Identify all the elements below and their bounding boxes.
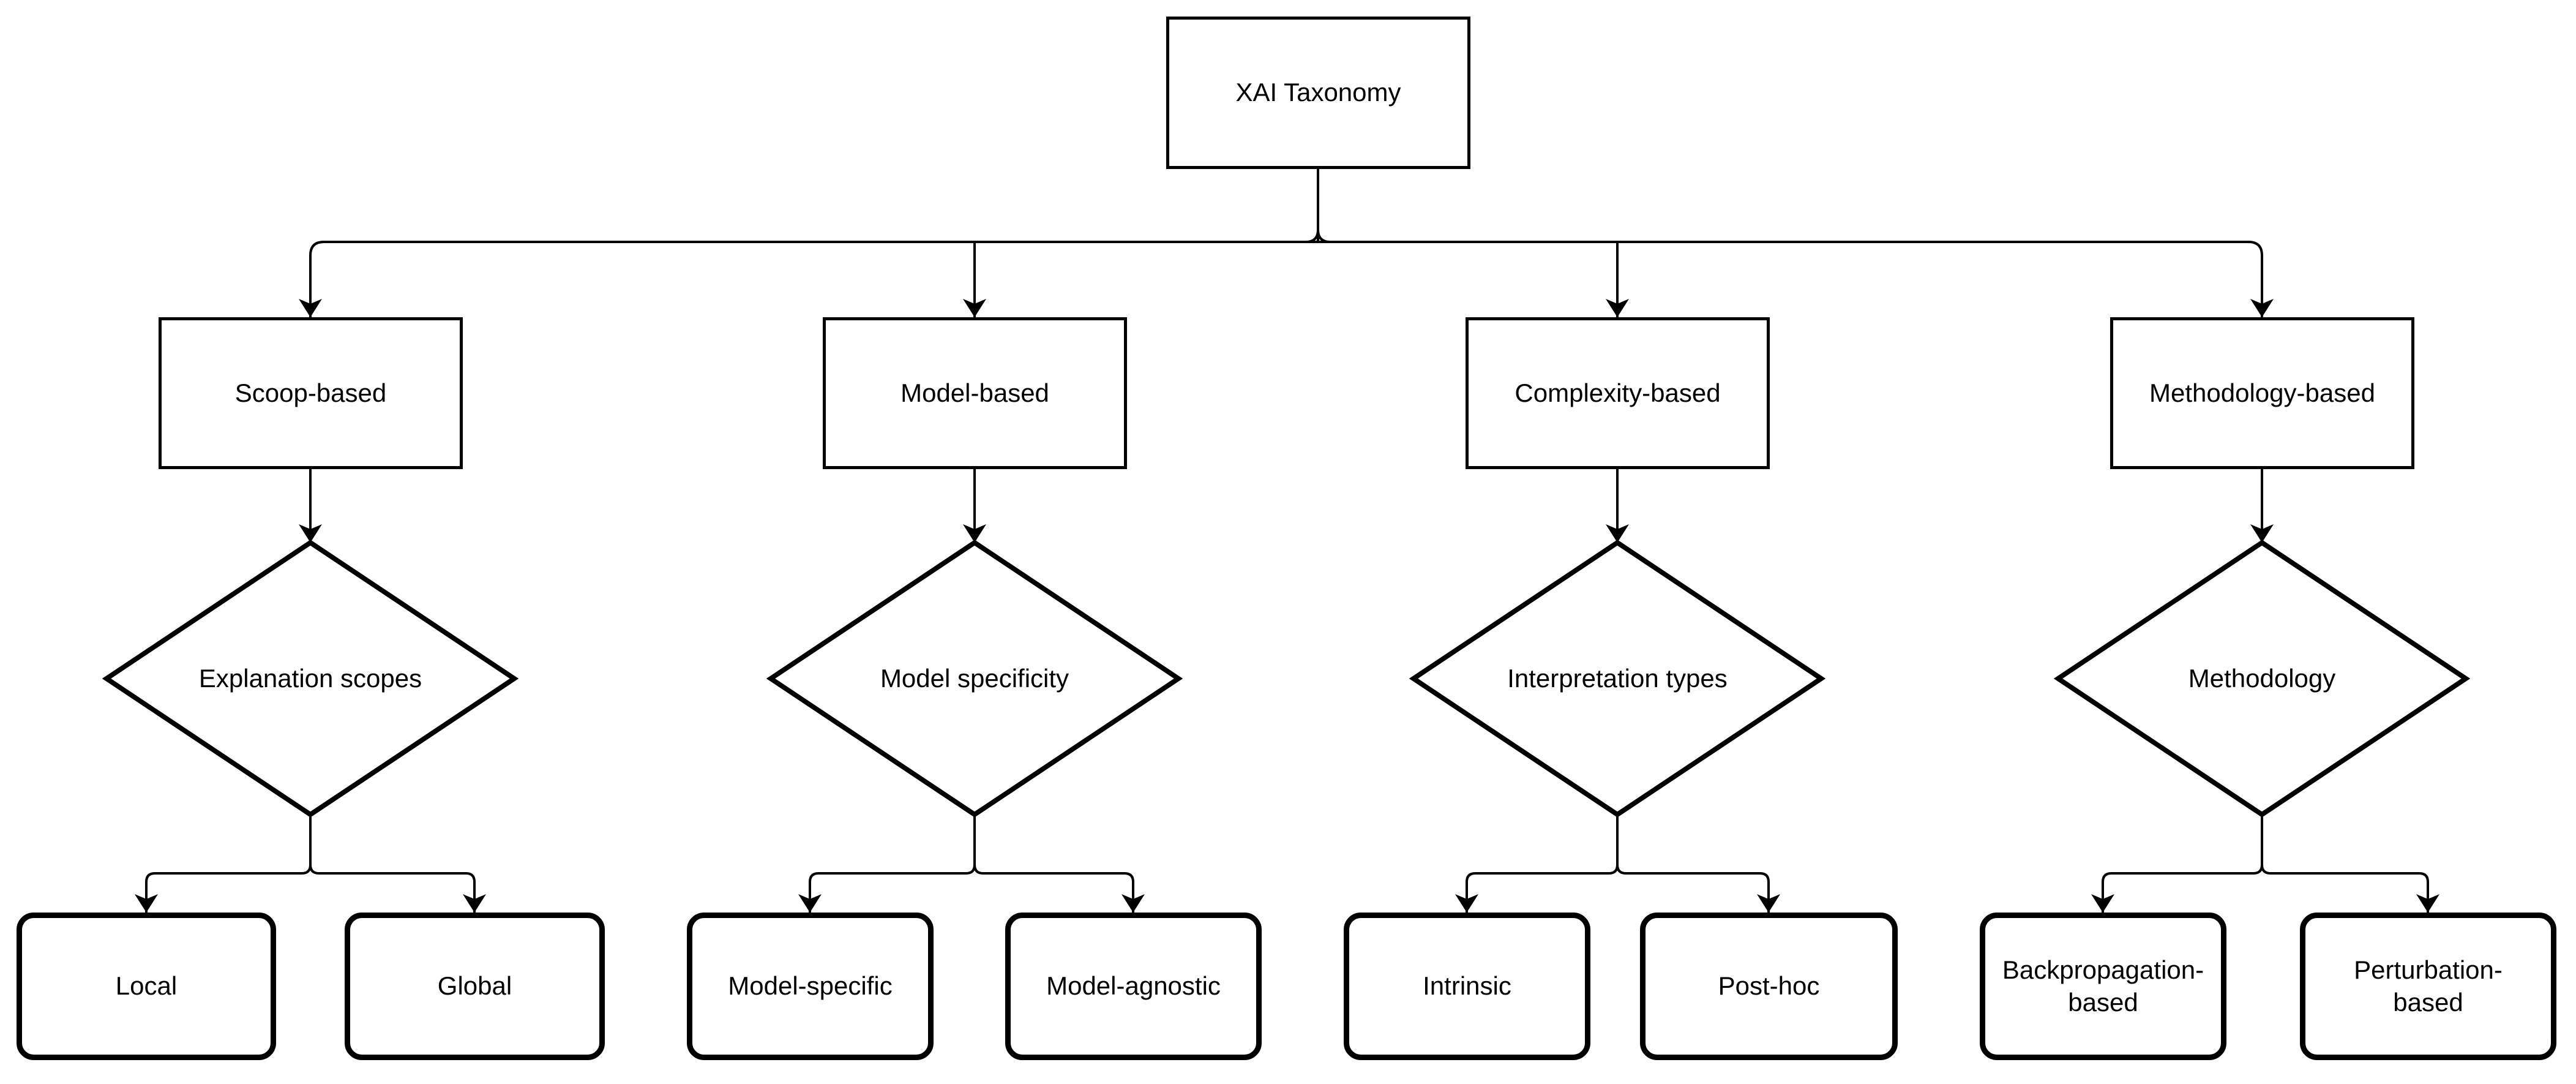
category-node-methodology-based: Methodology-based [2110,317,2414,469]
decision-label-interpretation-types: Interpretation types [1507,664,1728,693]
leaf-node-model-specific: Model-specific [687,913,934,1060]
decision-label-methodology: Methodology [2188,664,2336,693]
edge-model-specificity-split [798,815,1145,913]
leaf-node-backpropagation-based: Backpropagation- based [1980,913,2226,1060]
leaf-node-perturbation-based: Perturbation- based [2300,913,2556,1060]
leaf-node-global: Global [345,913,605,1060]
leaf-node-post-hoc: Post-hoc [1640,913,1898,1060]
edge-bus-to-scoop-based [299,241,1318,317]
explanation-scopes-diamond [102,540,519,818]
decision-label-model-specificity: Model specificity [880,664,1069,693]
methodology-diamond [2053,540,2471,818]
leaf-node-model-agnostic: Model-agnostic [1005,913,1262,1060]
category-node-complexity-based: Complexity-based [1466,317,1770,469]
model-specificity-diamond [766,540,1183,818]
leaf-node-intrinsic: Intrinsic [1344,913,1590,1060]
edge-root-to-bus [1305,169,1331,243]
root-node-xai-taxonomy: XAI Taxonomy [1166,17,1470,169]
edge-explanation-scopes-split [135,815,486,913]
decision-label-explanation-scopes: Explanation scopes [198,664,422,693]
category-node-scoop-based: Scoop-based [159,317,463,469]
edge-bus-to-methodology-based [1318,241,2274,317]
edge-methodology-split [2091,815,2439,913]
edge-interpretation-types-split [1455,815,1780,913]
interpretation-types-diamond [1409,540,1826,818]
category-node-model-based: Model-based [823,317,1127,469]
leaf-node-local: Local [17,913,276,1060]
